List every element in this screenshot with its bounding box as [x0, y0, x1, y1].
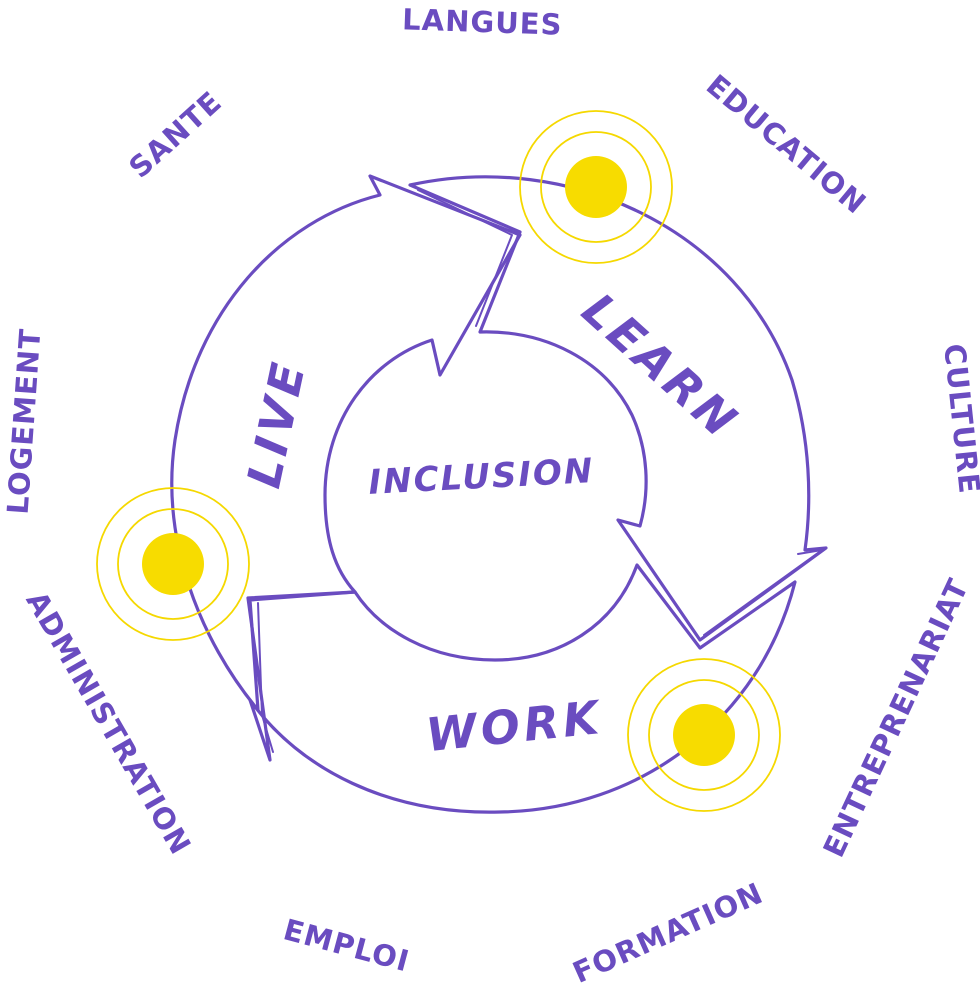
arrow-label-learn: LEARN: [572, 282, 750, 449]
label-logement: LOGEMENT: [1, 327, 48, 515]
arrow-learn: [408, 175, 828, 642]
marker-dot-left: [142, 533, 204, 595]
marker-dot-top: [565, 156, 627, 218]
marker-dot-bottom-right: [673, 704, 735, 766]
arrow-live: [170, 174, 522, 712]
label-langues: LANGUES: [402, 2, 563, 42]
label-culture: CULTURE: [937, 342, 980, 496]
marker-top: [519, 110, 673, 264]
label-formation: FORMATION: [568, 876, 769, 986]
label-administration: ADMINISTRATION: [19, 585, 197, 860]
label-sante: SANTE: [122, 84, 228, 184]
arrow-label-work: WORK: [424, 690, 606, 762]
label-entreprenariat: ENTREPRENARIAT: [816, 573, 975, 862]
marker-bottom-right: [627, 658, 781, 812]
label-education: EDUCATION: [700, 68, 873, 221]
label-emploi: EMPLOI: [280, 912, 413, 978]
arrow-work: [246, 563, 797, 814]
center-label: INCLUSION: [368, 451, 596, 503]
marker-left: [96, 487, 250, 641]
arrow-label-live: LIVE: [236, 355, 316, 493]
